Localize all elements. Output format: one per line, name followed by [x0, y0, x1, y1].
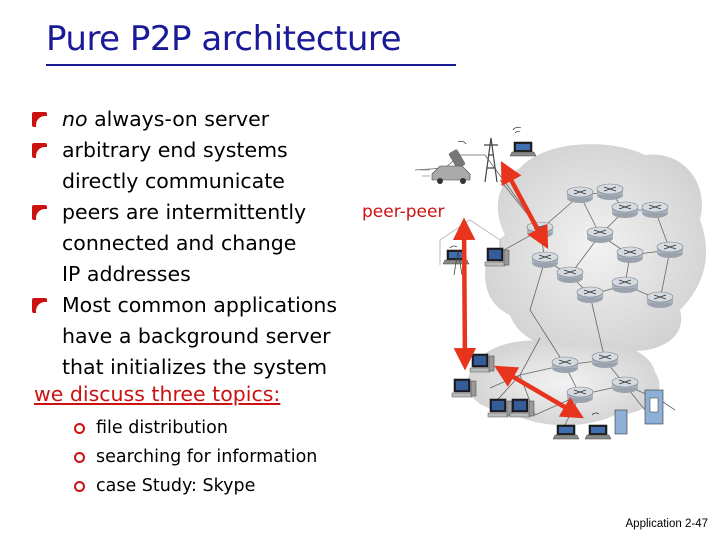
circle-bullet-icon: [74, 452, 85, 463]
bullet-item: arbitrary end systems directly communica…: [32, 135, 372, 197]
bullet-item: Most common applications have a backgrou…: [32, 290, 372, 383]
network-diagram: [414, 126, 707, 440]
peer-peer-label: peer-peer: [362, 202, 445, 222]
mobile-phone-icon: [448, 140, 467, 169]
car-icon: [420, 165, 471, 184]
bullet-marker-icon: [32, 205, 47, 220]
topic-item: case Study: Skype: [74, 472, 317, 501]
bullet-continuation: directly communicate: [62, 169, 285, 193]
bullet-list: no always-on server arbitrary end system…: [32, 104, 372, 383]
bullet-item: peers are intermittently connected and c…: [32, 197, 372, 290]
bullet-marker-icon: [32, 298, 47, 313]
bullet-text: peers are intermittently: [62, 200, 307, 224]
cell-tower-icon: [484, 137, 498, 183]
bullet-text: always-on server: [87, 107, 270, 131]
circle-bullet-icon: [74, 423, 85, 434]
circle-bullet-icon: [74, 481, 85, 492]
topic-text: searching for information: [96, 447, 318, 467]
laptop-icon: [552, 412, 612, 440]
discuss-heading: we discuss three topics:: [34, 382, 281, 406]
wireless-laptop-icon: [509, 126, 537, 157]
topic-item: file distribution: [74, 414, 317, 443]
slide-footer: Application 2-47: [625, 518, 708, 530]
bullet-marker-icon: [32, 112, 47, 127]
server-icon: [614, 389, 664, 435]
bullet-text: arbitrary end systems: [62, 138, 288, 162]
bullet-text-emphasis: no: [62, 107, 88, 131]
peer-peer-arrows: [452, 161, 584, 419]
title-underline: [46, 64, 456, 66]
bullet-text: Most common applications: [62, 293, 338, 317]
bullet-continuation: that initializes the system: [62, 355, 328, 379]
topic-text: case Study: Skype: [96, 476, 256, 496]
bullet-marker-icon: [32, 143, 47, 158]
bullet-continuation: connected and change: [62, 231, 297, 255]
topic-item: searching for information: [74, 443, 317, 472]
topic-list: file distribution searching for informat…: [74, 414, 317, 501]
slide-title: Pure P2P architecture: [46, 19, 402, 59]
bullet-line: no always-on server: [62, 104, 372, 135]
bullet-item: no always-on server: [32, 104, 372, 135]
bullet-continuation: IP addresses: [62, 262, 191, 286]
bullet-continuation: have a background server: [62, 324, 331, 348]
topic-text: file distribution: [96, 418, 228, 438]
